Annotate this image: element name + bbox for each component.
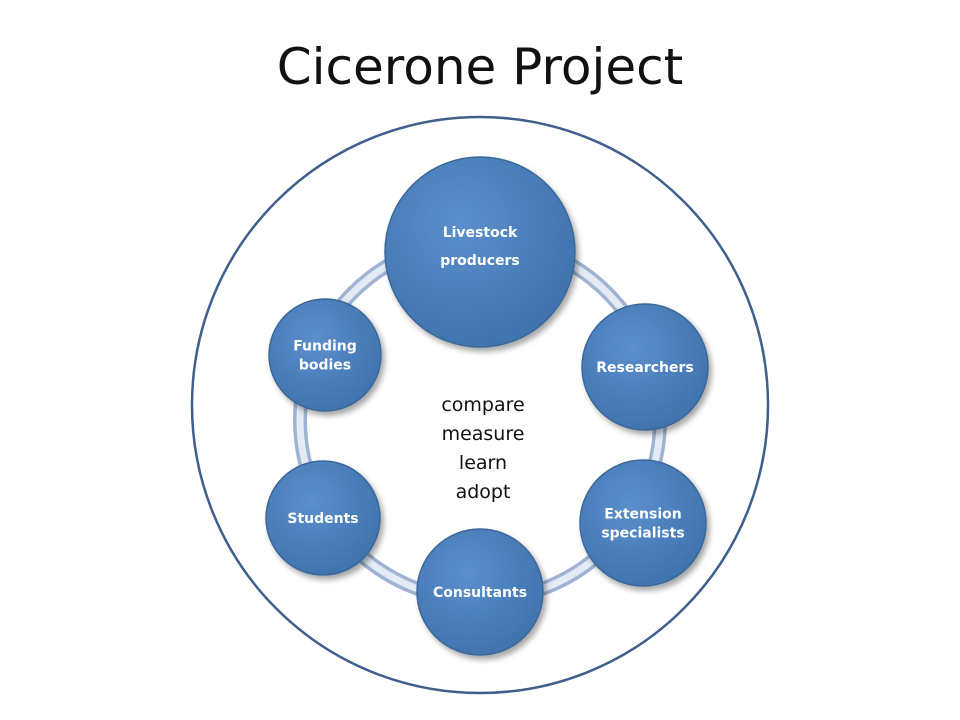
- node-label-line: Consultants: [433, 585, 527, 601]
- node-label-line: producers: [440, 253, 520, 269]
- node-funding-bodies: Funding bodies: [268, 298, 382, 412]
- node-consultants: Consultants: [416, 528, 544, 656]
- node-circle: [384, 156, 576, 348]
- node-label-line: Extension: [604, 507, 681, 523]
- center-word: adopt: [456, 481, 511, 503]
- node-circle: [579, 459, 707, 587]
- node-researchers: Researchers: [581, 303, 709, 431]
- node-label-line: Funding: [293, 339, 357, 355]
- node-extension-specialists: Extension specialists: [579, 459, 707, 587]
- center-word: compare: [441, 394, 524, 416]
- node-livestock-producers: Livestock producers: [384, 156, 576, 348]
- node-label-line: Students: [287, 511, 358, 527]
- node-circle: [416, 528, 544, 656]
- center-word: measure: [442, 423, 525, 445]
- node-students: Students: [265, 460, 381, 576]
- node-label-line: Livestock: [443, 225, 518, 241]
- node-label-line: specialists: [601, 526, 684, 542]
- node-label-line: bodies: [299, 358, 351, 374]
- outer-circle: [190, 115, 770, 695]
- center-word: learn: [459, 452, 507, 474]
- slide-title: Cicerone Project: [276, 38, 684, 96]
- node-label-line: Researchers: [596, 360, 693, 376]
- center-words: compare measure learn adopt: [441, 394, 524, 503]
- node-circle: [581, 303, 709, 431]
- node-circle: [265, 460, 381, 576]
- node-circle: [268, 298, 382, 412]
